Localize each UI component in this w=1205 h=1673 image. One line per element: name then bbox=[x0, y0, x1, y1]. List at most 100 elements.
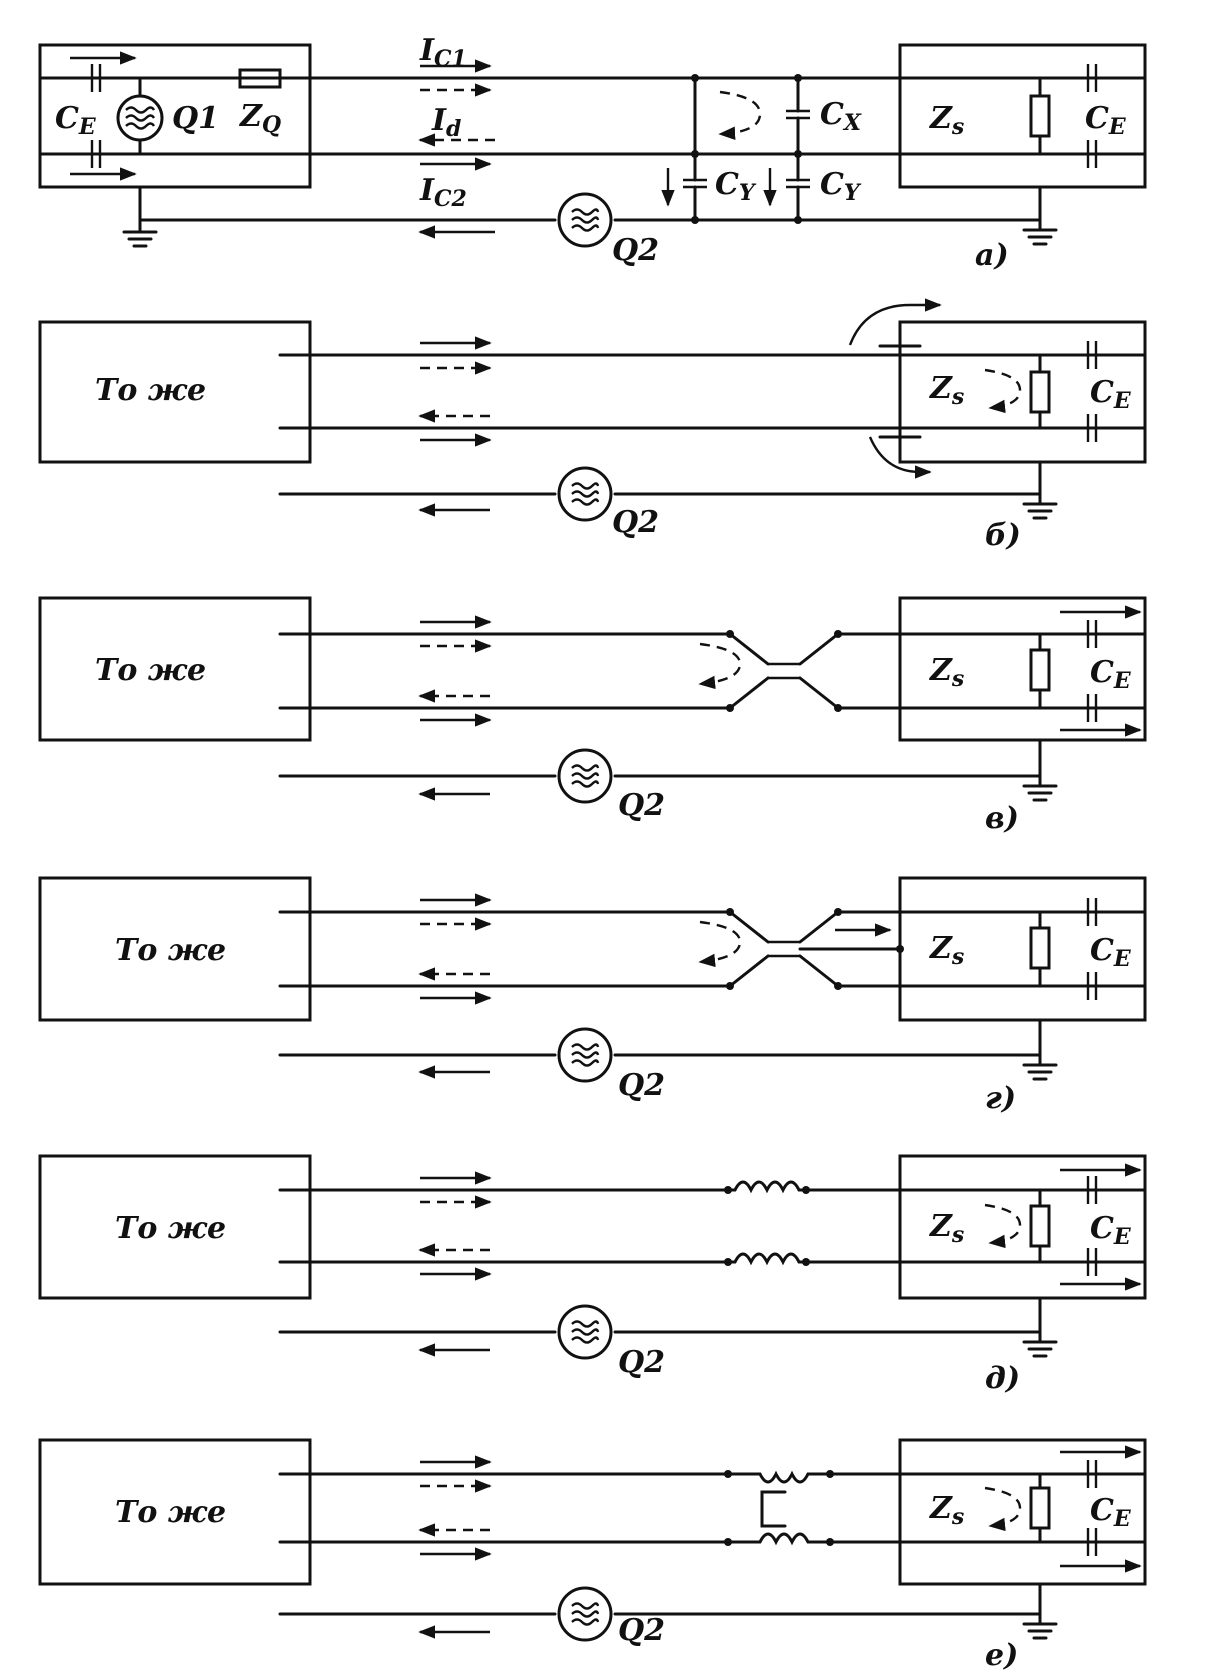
load-unit-box bbox=[898, 1438, 1147, 1586]
source-unit-box bbox=[38, 1438, 312, 1586]
load-unit-box bbox=[898, 320, 1147, 464]
ce-label: CE bbox=[1090, 1211, 1132, 1250]
ce-label: CE bbox=[1090, 375, 1132, 414]
panel-caption: г) bbox=[985, 1081, 1016, 1116]
stray-capacitor bbox=[1086, 898, 1098, 1000]
ac-wave-icon bbox=[125, 106, 156, 130]
same-label: То же bbox=[95, 653, 206, 688]
zs-label: Zs bbox=[929, 931, 964, 970]
y-capacitor bbox=[683, 74, 707, 224]
ic1-label: IC1 bbox=[419, 33, 467, 72]
q2-label: Q2 bbox=[618, 1068, 665, 1103]
source-impedance bbox=[238, 68, 282, 89]
panel-a: CE Q1 ZQ IC1 Id IC2 Q2 bbox=[38, 33, 1147, 273]
cy-label: CY bbox=[715, 167, 757, 206]
ce-label: CE bbox=[1090, 1493, 1132, 1532]
crossing-conductor bbox=[798, 910, 840, 988]
cx-label: CX bbox=[820, 97, 862, 136]
zs-label: Zs bbox=[929, 101, 964, 140]
ground-symbol bbox=[1022, 1330, 1058, 1358]
zs-label: Zs bbox=[929, 1491, 964, 1530]
loop-current-arrow bbox=[718, 90, 762, 140]
zs-label: Zs bbox=[929, 371, 964, 410]
zs-label: Zs bbox=[929, 653, 964, 692]
ic2-label: IC2 bbox=[419, 173, 467, 212]
same-label: То же bbox=[115, 1495, 226, 1530]
source-unit-box bbox=[38, 876, 312, 1022]
crossing-conductor bbox=[728, 910, 770, 988]
ce-label: CE bbox=[1085, 101, 1127, 140]
q2-label: Q2 bbox=[612, 505, 659, 540]
panel-v: То же Q2 Zs CE bbox=[38, 596, 1147, 836]
id-label: Id bbox=[431, 103, 461, 142]
ce-label: CE bbox=[55, 101, 97, 140]
q2-label: Q2 bbox=[618, 788, 665, 823]
load-impedance bbox=[1029, 1204, 1051, 1248]
load-unit-box bbox=[898, 1154, 1147, 1300]
series-choke bbox=[733, 1180, 801, 1194]
source-unit-box bbox=[38, 1154, 312, 1300]
q2-label: Q2 bbox=[612, 233, 659, 268]
ground-symbol bbox=[1022, 492, 1058, 520]
load-unit-box bbox=[898, 596, 1147, 742]
panel-caption: в) bbox=[985, 801, 1019, 836]
crossing-conductor bbox=[798, 632, 840, 710]
zq-label: ZQ bbox=[239, 99, 281, 138]
load-impedance bbox=[1029, 1486, 1051, 1530]
common-mode-choke bbox=[758, 1532, 810, 1546]
ground-symbol bbox=[1022, 1612, 1058, 1640]
load-impedance bbox=[1029, 926, 1051, 970]
bypass-current-arrow bbox=[848, 298, 942, 346]
source-q2-symbol bbox=[557, 748, 613, 804]
zs-label: Zs bbox=[929, 1209, 964, 1248]
load-impedance bbox=[1029, 370, 1051, 414]
panel-e: То же Q2 Zs CE bbox=[38, 1438, 1147, 1673]
crossing-conductor bbox=[728, 632, 770, 710]
panel-b: То же Q2 Zs CE б) bbox=[38, 298, 1147, 553]
panel-caption: д) bbox=[985, 1361, 1020, 1396]
source-q2-symbol bbox=[557, 1304, 613, 1360]
source-unit-box bbox=[38, 43, 312, 189]
ground-symbol bbox=[1022, 218, 1058, 246]
loop-current-arrow bbox=[698, 920, 742, 968]
panel-caption: б) bbox=[985, 518, 1021, 553]
panel-d: То же Q2 Zs CE bbox=[38, 1154, 1147, 1396]
source-unit-box bbox=[38, 320, 312, 464]
source-q2-symbol bbox=[557, 466, 613, 522]
series-choke bbox=[733, 1252, 801, 1266]
bypass-current-arrow bbox=[868, 436, 932, 479]
panel-caption: е) bbox=[985, 1638, 1018, 1673]
load-unit-box bbox=[898, 43, 1147, 189]
x-y-capacitors bbox=[786, 74, 810, 224]
load-impedance bbox=[1029, 648, 1051, 692]
ce-label: CE bbox=[1090, 933, 1132, 972]
stray-capacitor bbox=[1086, 341, 1098, 442]
loop-current-arrow bbox=[984, 368, 1022, 414]
same-label: То же bbox=[115, 933, 226, 968]
stray-capacitor bbox=[90, 64, 102, 168]
stray-capacitor bbox=[1086, 64, 1098, 168]
loop-current-arrow bbox=[984, 1486, 1022, 1532]
common-mode-choke bbox=[758, 1470, 810, 1484]
loop-current-arrow bbox=[698, 642, 742, 690]
source-unit-box bbox=[38, 596, 312, 742]
choke-core bbox=[760, 1490, 787, 1528]
same-label: То же bbox=[95, 373, 206, 408]
load-impedance bbox=[1029, 94, 1051, 138]
ce-label: CE bbox=[1090, 655, 1132, 694]
stray-capacitor bbox=[1086, 620, 1098, 722]
source-q2-symbol bbox=[557, 1027, 613, 1083]
panel-caption: а) bbox=[975, 238, 1009, 273]
stray-capacitor bbox=[1086, 1460, 1098, 1556]
q2-label: Q2 bbox=[618, 1613, 665, 1648]
ground-symbol bbox=[122, 218, 158, 248]
ground-symbol bbox=[1022, 1053, 1058, 1081]
panel-g: То же Q2 Zs CE bbox=[38, 876, 1147, 1116]
q1-label: Q1 bbox=[172, 101, 219, 136]
source-q2-symbol bbox=[557, 192, 613, 248]
source-q1-symbol bbox=[116, 94, 164, 142]
q2-label: Q2 bbox=[618, 1345, 665, 1380]
ground-symbol bbox=[1022, 774, 1058, 802]
cy-label: CY bbox=[820, 167, 862, 206]
